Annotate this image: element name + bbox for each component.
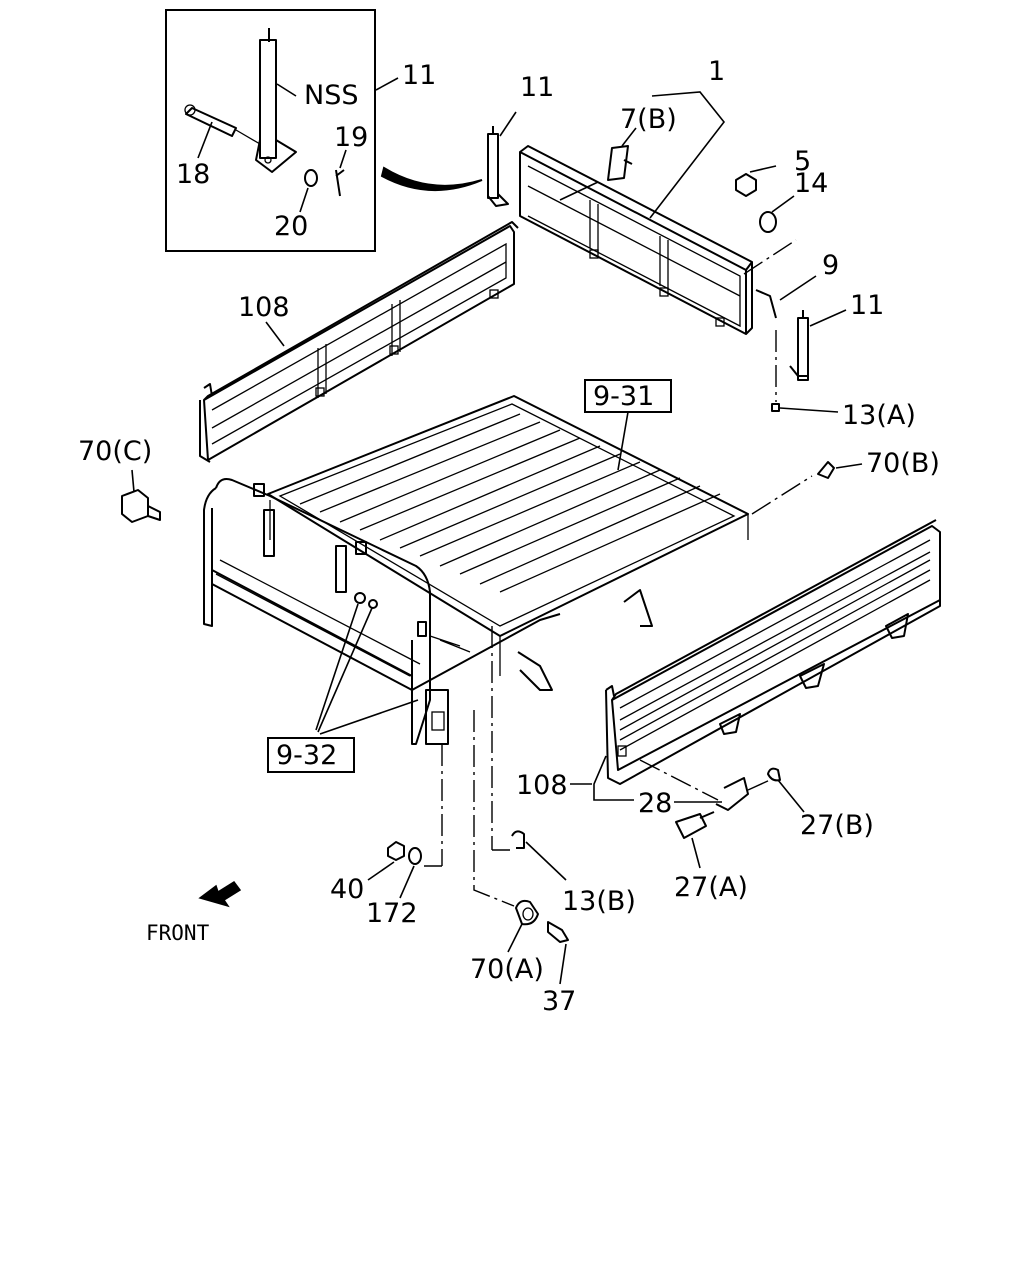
label-11-top: 11 <box>520 72 554 103</box>
side-gate-108-right <box>605 519 941 785</box>
bolt-27a <box>675 811 715 839</box>
nut-5 <box>735 173 757 197</box>
inset-stanchion <box>255 28 297 173</box>
washer-172 <box>408 847 422 865</box>
stanchion-11-right <box>789 310 809 381</box>
label-9: 9 <box>822 250 839 281</box>
label-20: 20 <box>274 211 308 242</box>
label-40: 40 <box>330 874 364 905</box>
label-70a: 70(A) <box>470 954 544 985</box>
front-label: FRONT <box>146 921 210 945</box>
label-9-31: 9-31 <box>593 381 654 412</box>
chain-line-gate <box>743 239 797 275</box>
label-108-right: 108 <box>516 770 568 801</box>
label-19: 19 <box>334 122 368 153</box>
label-27b: 27(B) <box>800 810 874 841</box>
label-9-32: 9-32 <box>276 740 337 771</box>
label-70b: 70(B) <box>866 448 940 479</box>
label-70c: 70(C) <box>78 436 152 467</box>
label-37: 37 <box>542 986 576 1017</box>
label-nss: NSS <box>304 80 358 111</box>
detail-arrow <box>380 166 483 192</box>
inset-detail: NSS 18 19 20 <box>165 9 399 252</box>
stanchion-11-top <box>487 126 509 207</box>
grommet-70a <box>515 899 539 926</box>
label-27a: 27(A) <box>674 872 748 903</box>
bracket-7b <box>607 145 633 181</box>
rear-gate-1 <box>519 145 753 335</box>
screw-37 <box>547 921 569 943</box>
label-1: 1 <box>708 56 725 87</box>
clip-70b <box>817 461 835 479</box>
front-arrow-icon <box>198 880 242 908</box>
bolt-13b <box>511 830 525 849</box>
chain-line-70b <box>751 475 813 515</box>
inset-washer-20 <box>304 169 318 187</box>
deck-floor-9-31 <box>267 395 749 676</box>
side-gate-108-left <box>199 221 519 463</box>
inset-cotter-19 <box>335 169 345 197</box>
label-7b: 7(B) <box>620 104 677 135</box>
bolt-13a <box>771 403 780 412</box>
label-11-inset: 11 <box>402 60 436 91</box>
hook-9 <box>755 289 777 319</box>
connector-70c <box>121 489 161 523</box>
label-13a: 13(A) <box>842 400 916 431</box>
washer-14 <box>759 211 777 233</box>
inset-pin-18 <box>184 104 261 145</box>
label-108-left: 108 <box>238 292 290 323</box>
label-172: 172 <box>366 898 418 929</box>
label-18: 18 <box>176 159 210 190</box>
sub-frame-9-32 <box>203 478 653 745</box>
label-5: 5 <box>794 146 811 177</box>
clip-27b <box>767 767 781 782</box>
label-14: 14 <box>794 168 828 199</box>
ref-box-9-32 <box>267 737 355 773</box>
label-28: 28 <box>638 788 672 819</box>
label-11-right: 11 <box>850 290 884 321</box>
label-13b: 13(B) <box>562 886 636 917</box>
bracket-28 <box>715 777 749 811</box>
nut-40 <box>387 841 405 861</box>
